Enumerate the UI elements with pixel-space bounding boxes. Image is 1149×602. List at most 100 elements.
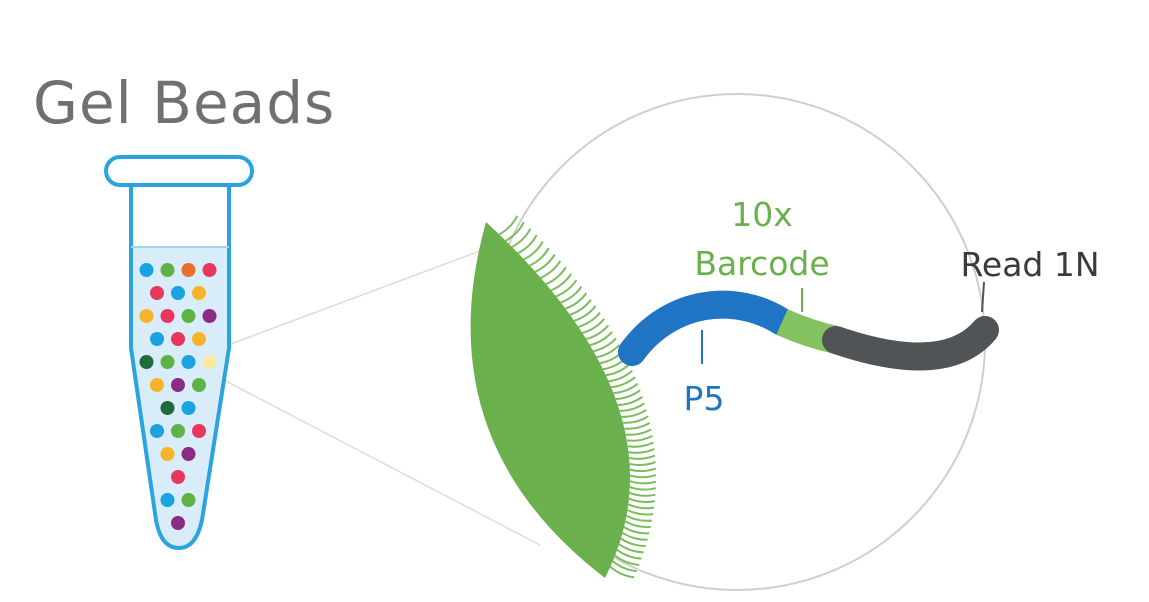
tube-bead <box>202 263 217 277</box>
tube-bead <box>202 355 217 369</box>
oligo-fringe-strand <box>550 273 573 292</box>
tube-bead <box>160 263 175 277</box>
tube-bead <box>160 355 175 369</box>
p5-label: P5 <box>684 379 725 418</box>
p5-segment <box>618 290 796 366</box>
oligo-fringe-strand <box>623 526 650 535</box>
tube-bead <box>160 309 175 323</box>
oligo-fringe-strand <box>626 435 653 442</box>
tube-bead <box>192 378 206 392</box>
tube-bead <box>171 424 185 438</box>
oligo-fringe-strand <box>582 318 605 334</box>
oligo-fringe-strand <box>605 363 631 377</box>
sample-tube <box>104 155 254 550</box>
gel-bead-section <box>470 222 630 578</box>
tube-bead <box>150 424 164 438</box>
tube-bead <box>181 309 196 323</box>
oligo-fringe-strand <box>511 228 532 248</box>
oligo-fringe-strand <box>573 305 597 322</box>
tube-bead <box>171 286 185 300</box>
tube-bead <box>181 447 196 461</box>
oligo-fringe-strand <box>628 448 655 454</box>
oligo-fringe-strand <box>589 331 613 347</box>
oligo-fringe-strand <box>569 298 592 316</box>
read-segment <box>822 316 999 371</box>
oligo-fringe-strand <box>622 415 649 424</box>
read-pointer <box>981 281 985 313</box>
barcode-label-line1: 10x <box>731 195 793 234</box>
tube-bead <box>181 401 196 415</box>
tube-bead <box>192 286 206 300</box>
oligo-fringe-strand <box>621 408 647 418</box>
zoom-line-top <box>219 247 489 349</box>
oligo-fringe-strand <box>624 422 651 430</box>
tube-cap <box>104 155 254 187</box>
zoom-line-bottom <box>219 377 541 546</box>
oligo-fringe-strand <box>612 560 637 573</box>
tube-bead <box>150 332 164 346</box>
oligo-fringe-strand <box>517 234 538 255</box>
bead-oligo-fringe <box>498 215 657 579</box>
oligo-fringe-strand <box>615 389 641 401</box>
tube-beads <box>139 263 217 530</box>
tube-bead <box>181 355 196 369</box>
oligo-fringe-strand <box>628 497 655 503</box>
oligo-fringe-strand <box>629 474 657 479</box>
oligo-strand <box>618 290 999 371</box>
tube-body <box>129 187 231 550</box>
oligo-fringe-strand <box>529 247 550 267</box>
tube-bead <box>139 309 154 323</box>
tube-bead <box>171 516 185 530</box>
oligo-fringe-strand <box>621 531 648 541</box>
oligo-fringe-strand <box>578 311 601 328</box>
read-label: Read 1N <box>960 245 1099 284</box>
oligo-fringe-strand <box>629 480 657 485</box>
oligo-fringe-strand <box>609 566 635 579</box>
oligo-fringe-strand <box>624 520 651 529</box>
oligo-fringe-strand <box>565 292 588 310</box>
oligo-fringe-strand <box>585 324 610 341</box>
tube-bead <box>202 309 217 323</box>
oligo-fringe-strand <box>505 221 525 242</box>
oligo-fringe-strand <box>555 279 578 298</box>
oligo-fringe-strand <box>618 543 644 554</box>
oligo-fringe-strand <box>523 241 544 261</box>
oligo-fringe-strand <box>613 382 639 395</box>
oligo-fringe-strand <box>629 491 656 497</box>
tube-bead <box>192 424 206 438</box>
oligo-fringe-strand <box>610 376 636 389</box>
oligo-fringe-strand <box>620 537 646 548</box>
oligo-fringe-strand <box>617 395 643 406</box>
barcode-label-line2: Barcode <box>694 244 829 283</box>
oligo-fringe-strand <box>614 554 640 566</box>
tube-liquid <box>131 247 229 548</box>
oligo-fringe-strand <box>629 486 657 491</box>
tube-bead <box>160 447 175 461</box>
tube-bead <box>171 470 185 484</box>
oligo-fringe-strand <box>619 402 646 412</box>
tube-bead <box>181 263 196 277</box>
tube-bead <box>139 263 154 277</box>
tube-bead <box>160 493 175 507</box>
oligo-fringe-strand <box>629 461 656 467</box>
oligo-fringe-strand <box>626 509 654 516</box>
oligo-fringe-strand <box>627 503 655 510</box>
oligo-fringe-strand <box>616 549 642 560</box>
oligo-fringe-strand <box>540 260 562 279</box>
tube-bead <box>160 401 175 415</box>
oligo-fringe-strand <box>593 337 617 353</box>
oligo-fringe-strand <box>534 253 556 273</box>
oligo-fringe-strand <box>626 514 653 522</box>
oligo-fringe-strand <box>627 441 654 448</box>
oligo-fringe-strand <box>596 344 621 359</box>
tube-bead <box>150 286 164 300</box>
oligo-fringe-strand <box>629 467 657 473</box>
oligo-fringe-strand <box>545 266 567 286</box>
tube-bead <box>150 378 164 392</box>
tube-bead <box>192 332 206 346</box>
oligo-fringe-strand <box>625 428 652 436</box>
diagram-title: Gel Beads <box>33 69 335 137</box>
tube-bead <box>171 378 185 392</box>
tube-bead <box>139 355 154 369</box>
